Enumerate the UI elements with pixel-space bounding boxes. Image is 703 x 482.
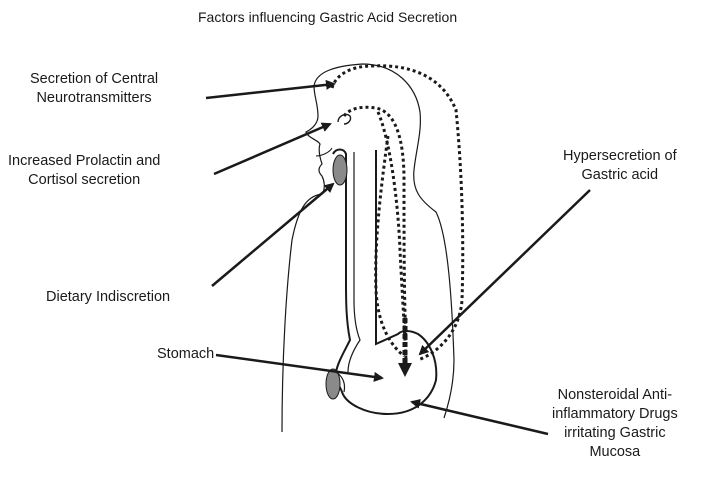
arrow-hypersecretion <box>420 190 590 354</box>
arrow-prolactin-cortisol <box>214 124 330 174</box>
dotted-pathway-left <box>376 136 404 356</box>
mouth-outline <box>316 148 332 156</box>
arrow-dietary-indiscretion <box>212 184 333 286</box>
arrow-nsaid-irritation <box>412 402 548 434</box>
pharynx-organ <box>333 155 347 185</box>
arrow-stomach <box>216 355 382 378</box>
